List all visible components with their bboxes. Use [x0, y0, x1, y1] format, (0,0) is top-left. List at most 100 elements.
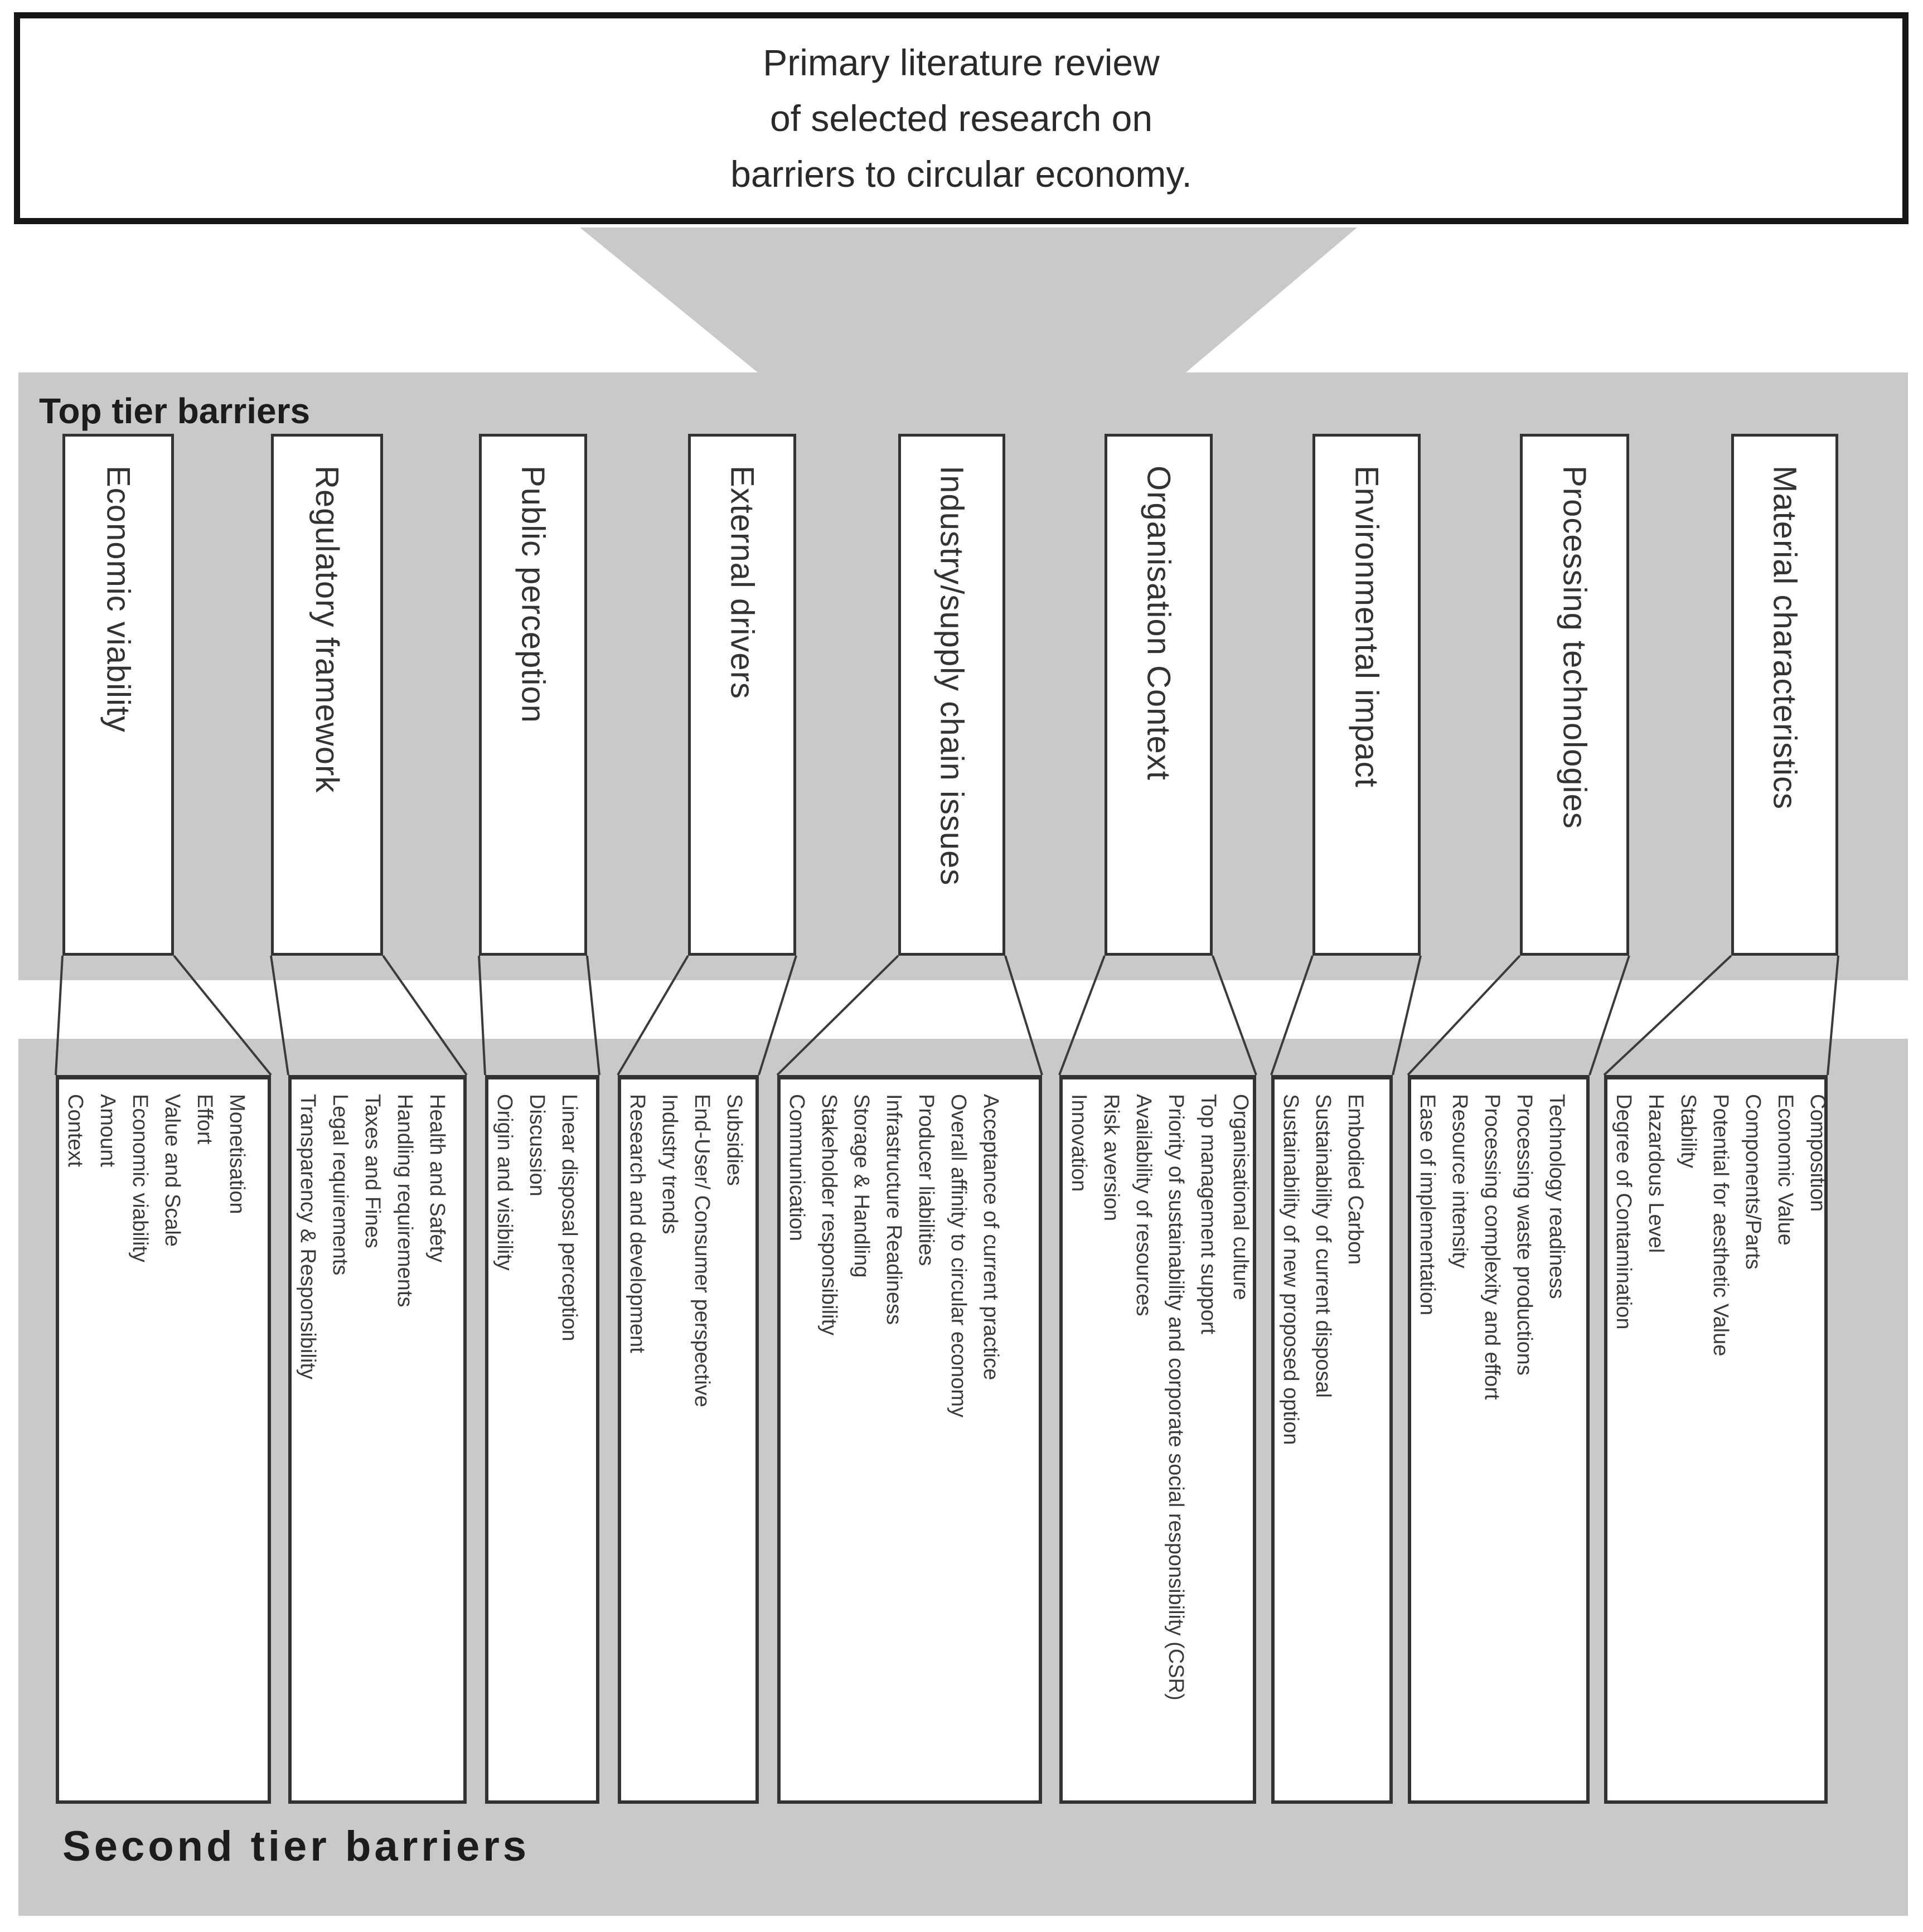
tier2-item: Organisational culture [1229, 1094, 1252, 1300]
tier2-item: Availability of resources [1132, 1094, 1155, 1316]
tier2-item: Health and Safety [425, 1094, 449, 1263]
second-tier-item-list: Subsidies End-User/ Consumer perspective… [621, 1079, 755, 1800]
second-tier-item-list: Embodied Carbon Sustainability of curren… [1275, 1079, 1379, 1800]
title-box: Primary literature review of selected re… [14, 12, 1909, 224]
tier2-item: Sustainability of new proposed option [1279, 1094, 1302, 1445]
second-tier-box-material-characteristics: Composition Economic Value Components/Pa… [1604, 1075, 1828, 1804]
connector-line [173, 955, 272, 1076]
tier2-item: Taxes and Fines [361, 1094, 384, 1248]
second-tier-item-list: Organisational culture Top management su… [1063, 1079, 1253, 1800]
second-tier-item-list: Composition Economic Value Components/Pa… [1607, 1079, 1828, 1800]
tier2-item: Components/Parts [1741, 1094, 1765, 1270]
connector-line [382, 955, 468, 1076]
tier2-item: Acceptance of current practice [979, 1094, 1002, 1381]
tier2-item: Economic Value [1774, 1094, 1797, 1246]
funnel-shape [580, 227, 1357, 372]
top-tier-box-label: Organisation Context [1140, 466, 1177, 781]
tier2-item: Priority of sustainability and corporate… [1164, 1094, 1188, 1701]
top-tier-box-label: Processing technologies [1556, 466, 1593, 829]
second-tier-item-list: Technology readiness Processing waste pr… [1411, 1079, 1581, 1800]
connector-line [1212, 955, 1257, 1076]
connector-line [1270, 955, 1314, 1076]
second-tier-box-public-perception: Linear disposal perception Discussion Or… [485, 1075, 599, 1804]
top-tier-box-label: Economic viability [100, 466, 137, 733]
connector-line [617, 955, 689, 1076]
top-tier-box-label: Public perception [515, 466, 551, 723]
tier2-item: Amount [96, 1094, 119, 1167]
tier2-item: Stakeholder responsibility [817, 1094, 841, 1336]
top-tier-box-label: Regulatory framework [309, 466, 345, 793]
tier2-item: Overall affinity to circular economy [947, 1094, 970, 1418]
tier2-item: Resource intensity [1448, 1094, 1471, 1268]
top-tier-box-material-characteristics: Material characteristics [1731, 434, 1838, 956]
connector-line [1004, 955, 1043, 1076]
connector-line [1407, 955, 1521, 1076]
title-line-2: of selected research on [769, 98, 1153, 139]
connector-lines [55, 955, 1839, 1076]
top-tier-box-label: Industry/supply chain issues [933, 466, 970, 886]
tier2-item: End-User/ Consumer perspective [690, 1094, 714, 1407]
tier2-item: Infrastructure Readiness [882, 1094, 905, 1325]
connector-line [776, 955, 899, 1076]
tier2-item: Risk aversion [1099, 1094, 1123, 1222]
top-tier-box-label: Material characteristics [1766, 466, 1803, 810]
second-tier-box-industry-supply-chain-issues: Acceptance of current practice Overall a… [777, 1075, 1042, 1804]
tier2-item: Transparency & Responsibility [296, 1094, 319, 1379]
tier2-item: Degree of Contamination [1612, 1094, 1635, 1330]
top-tier-label: Top tier barriers [39, 391, 311, 431]
connector-line [1392, 955, 1422, 1076]
tier2-item: Hazardous Level [1644, 1094, 1668, 1253]
tier2-item: Legal requirements [328, 1094, 352, 1276]
tier2-item: Linear disposal perception [558, 1094, 581, 1342]
tier2-item: Discussion [525, 1094, 549, 1197]
top-tier-box-industry-supply-chain-issues: Industry/supply chain issues [898, 434, 1005, 956]
connector-line [758, 955, 797, 1076]
tier2-item: Innovation [1067, 1094, 1091, 1192]
connector-line [1827, 955, 1839, 1076]
connector-line [586, 955, 600, 1076]
connector-line [1058, 955, 1106, 1076]
top-tier-box-label: Environmental impact [1348, 466, 1385, 788]
tier2-item: Monetisation [225, 1094, 249, 1214]
tier2-item: Top management support [1197, 1094, 1220, 1334]
tier2-item: Embodied Carbon [1344, 1094, 1367, 1265]
second-tier-box-processing-technologies: Technology readiness Processing waste pr… [1408, 1075, 1590, 1804]
tier2-item: Value and Scale [161, 1094, 184, 1247]
connector-line [478, 955, 486, 1076]
second-tier-box-external-drivers: Subsidies End-User/ Consumer perspective… [618, 1075, 759, 1804]
connector-line [1603, 955, 1732, 1076]
tier2-item: Research and development [626, 1094, 649, 1353]
tier2-item: Industry trends [658, 1094, 681, 1234]
tier2-item: Context [64, 1094, 87, 1167]
tier2-item: Communication [785, 1094, 808, 1241]
tier2-item: Ease of implementation [1416, 1094, 1439, 1316]
second-tier-item-list: Health and Safety Handling requirements … [292, 1079, 461, 1800]
tier2-item: Subsidies [723, 1094, 746, 1186]
tier2-item: Effort [193, 1094, 216, 1145]
second-tier-box-environmental-impact: Embodied Carbon Sustainability of curren… [1271, 1075, 1393, 1804]
tier2-item: Producer liabilities [914, 1094, 938, 1266]
top-tier-box-economic-viability: Economic viability [62, 434, 174, 956]
second-tier-label: Second tier barriers [62, 1823, 530, 1870]
top-tier-box-external-drivers: External drivers [688, 434, 796, 956]
top-tier-box-organisation-context: Organisation Context [1105, 434, 1213, 956]
title-line-1: Primary literature review [763, 42, 1160, 83]
second-tier-box-economic-viability: Monetisation Effort Value and Scale Econ… [56, 1075, 271, 1804]
tier2-item: Storage & Handling [850, 1094, 873, 1278]
tier2-item: Composition [1806, 1094, 1828, 1212]
tier2-item: Processing complexity and effort [1480, 1094, 1504, 1400]
connector-line [1588, 955, 1630, 1076]
second-tier-item-list: Acceptance of current practice Overall a… [781, 1079, 1015, 1800]
tier2-item: Handling requirements [393, 1094, 416, 1308]
tier2-item: Potential for aesthetic Value [1709, 1094, 1732, 1357]
top-tier-box-processing-technologies: Processing technologies [1520, 434, 1629, 956]
tier2-item: Sustainability of current disposal [1311, 1094, 1335, 1398]
connector-line [55, 955, 64, 1076]
tier2-item: Technology readiness [1545, 1094, 1568, 1299]
second-tier-box-organisation-context: Organisational culture Top management su… [1059, 1075, 1256, 1804]
top-tier-box-public-perception: Public perception [479, 434, 587, 956]
top-tier-box-environmental-impact: Environmental impact [1312, 434, 1421, 956]
top-tier-box-label: External drivers [724, 466, 761, 699]
